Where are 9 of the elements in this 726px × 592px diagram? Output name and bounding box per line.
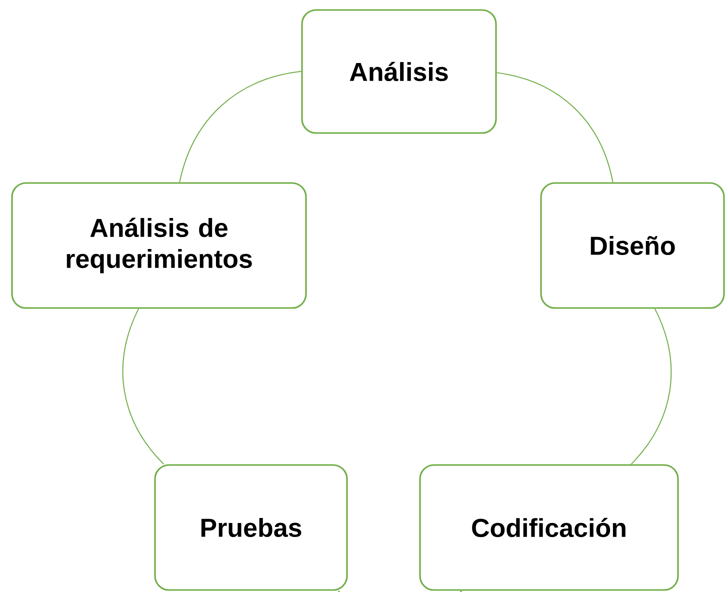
connector-arc [122,308,164,465]
connector-arc [630,308,672,465]
process-box: Análisis [301,9,497,134]
process-box: Diseño [540,182,725,309]
connector-arc [179,70,302,183]
connector-arc [496,72,614,183]
process-box: Pruebas [154,464,348,591]
process-box: Análisis de requerimientos [11,182,307,309]
process-box: Codificación [419,464,679,591]
